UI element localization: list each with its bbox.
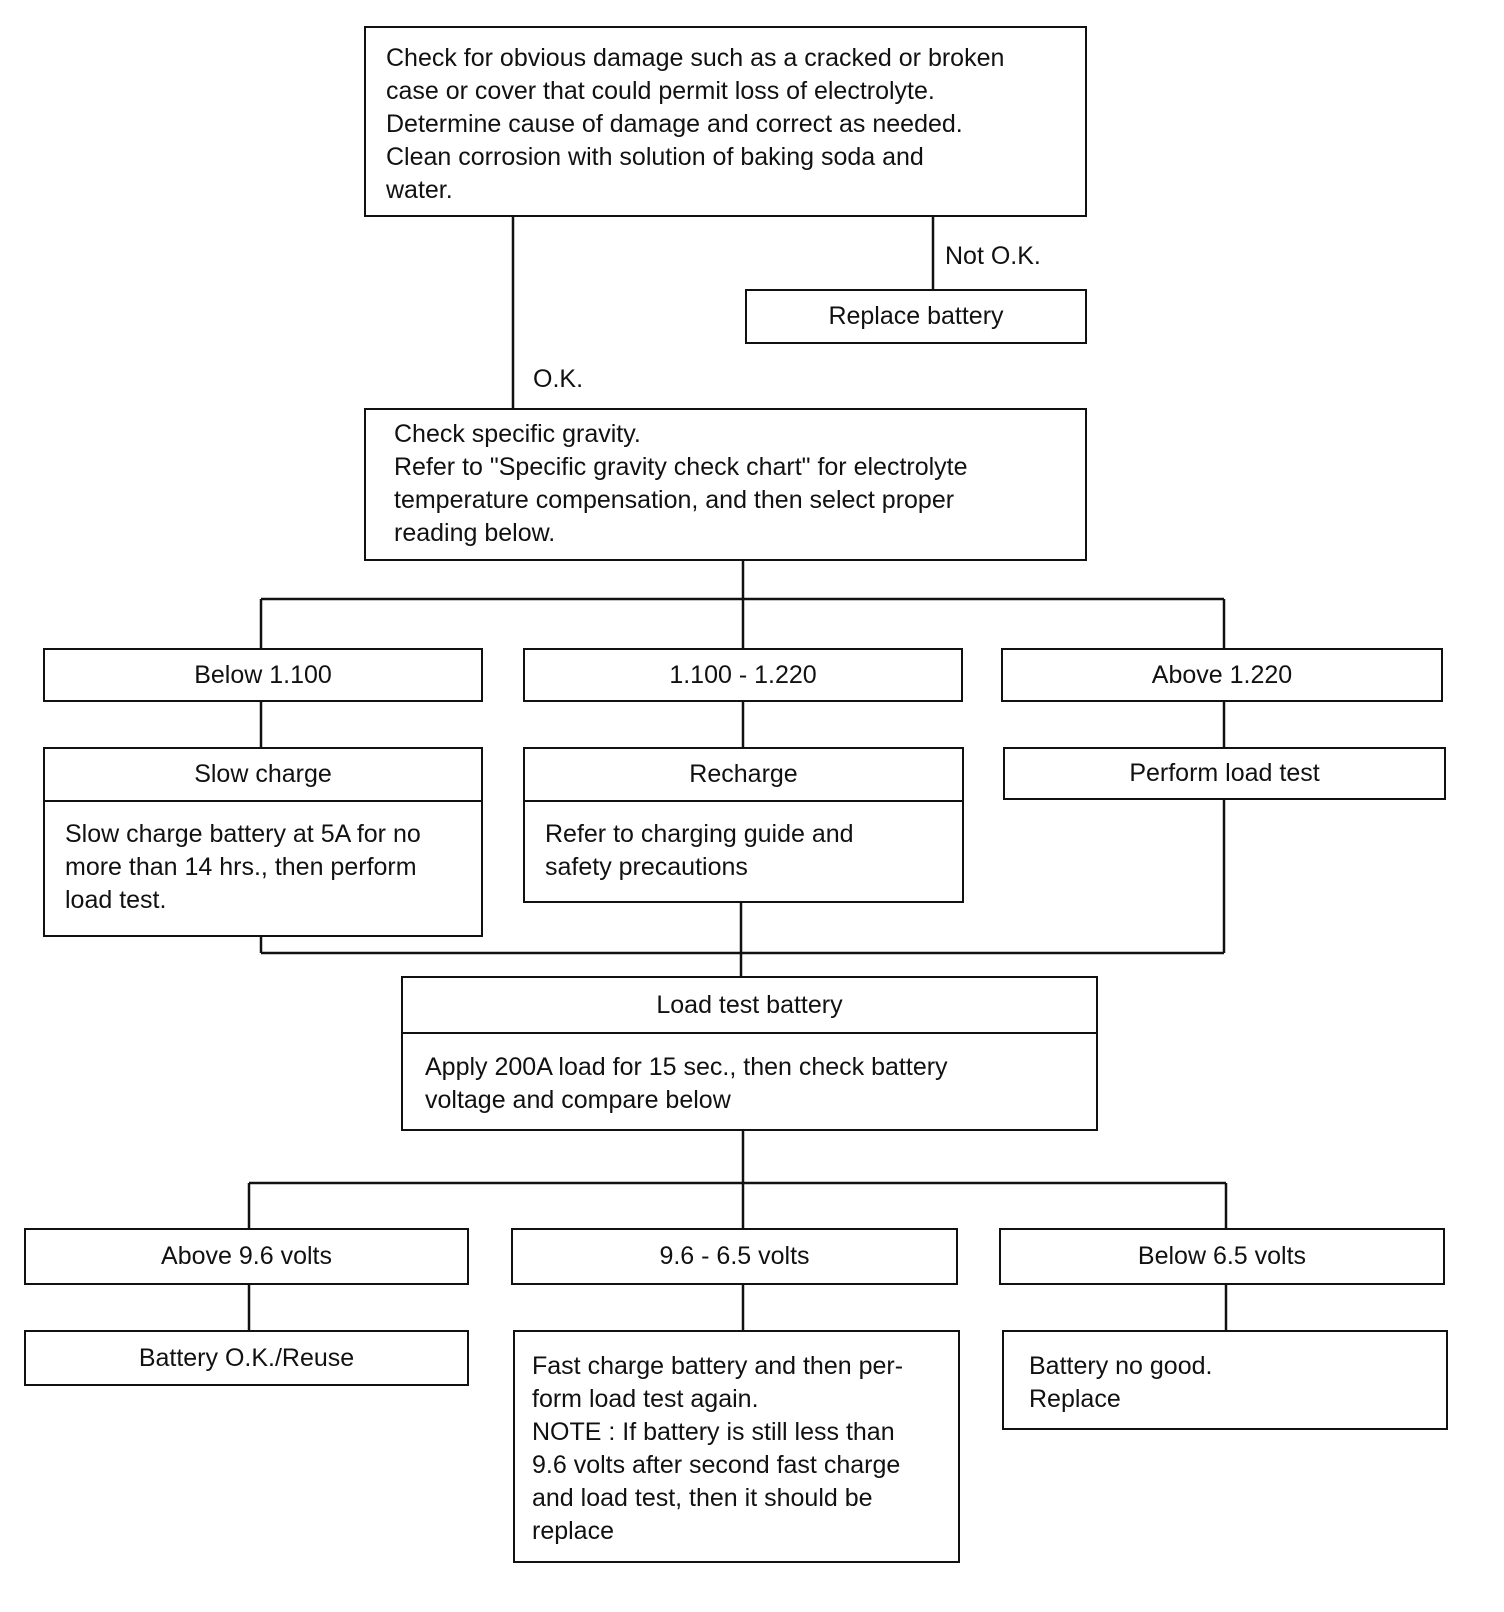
replace-battery-label: Replace battery (828, 302, 1004, 330)
gravity-range-below-1100: Below 1.100 (43, 648, 483, 702)
slow-charge-box: Slow charge Slow charge battery at 5A fo… (43, 747, 483, 937)
recharge-line: safety precautions (545, 853, 748, 881)
battery-no-good-line: Battery no good. (1029, 1352, 1213, 1380)
load-test-title: Load test battery (403, 978, 1096, 1034)
initial-check-line: water. (386, 176, 453, 204)
battery-no-good-text: Battery no good. Replace (1029, 1350, 1429, 1416)
voltage-range-label: Below 6.5 volts (1137, 1242, 1307, 1270)
replace-battery-box: Replace battery (745, 289, 1087, 344)
perform-load-test-box: Perform load test (1003, 747, 1446, 800)
battery-ok-label: Battery O.K./Reuse (138, 1344, 355, 1372)
gravity-range-1100-1220: 1.100 - 1.220 (523, 648, 963, 702)
recharge-text: Refer to charging guide and safety preca… (545, 818, 955, 884)
fast-charge-line: 9.6 volts after second fast charge (532, 1451, 901, 1479)
fast-charge-line: Fast charge battery and then per- (532, 1352, 904, 1380)
fast-charge-line: NOTE : If battery is still less than (532, 1418, 895, 1446)
voltage-range-above-9-6: Above 9.6 volts (24, 1228, 469, 1285)
load-test-line: Apply 200A load for 15 sec., then check … (425, 1053, 948, 1081)
fast-charge-line: and load test, then it should be (532, 1484, 873, 1512)
gravity-check-line: Check specific gravity. (394, 420, 641, 448)
gravity-range-above-1220: Above 1.220 (1001, 648, 1443, 702)
voltage-range-9-6-to-6-5: 9.6 - 6.5 volts (511, 1228, 958, 1285)
gravity-check-line: temperature compensation, and then selec… (394, 486, 955, 514)
voltage-range-label: Above 9.6 volts (161, 1242, 332, 1270)
initial-check-line: Check for obvious damage such as a crack… (386, 44, 1005, 72)
initial-check-box: Check for obvious damage such as a crack… (364, 26, 1087, 217)
recharge-line: Refer to charging guide and (545, 820, 854, 848)
voltage-range-below-6-5: Below 6.5 volts (999, 1228, 1445, 1285)
load-test-line: voltage and compare below (425, 1086, 731, 1114)
slow-charge-title: Slow charge (45, 749, 481, 802)
edge-label-not-ok: Not O.K. (945, 242, 1041, 270)
load-test-box: Load test battery Apply 200A load for 15… (401, 976, 1098, 1131)
gravity-check-text: Check specific gravity. Refer to "Specif… (394, 418, 1079, 550)
initial-check-line: Determine cause of damage and correct as… (386, 110, 963, 138)
fast-charge-box: Fast charge battery and then per- form l… (513, 1330, 960, 1563)
slow-charge-text: Slow charge battery at 5A for no more th… (65, 818, 475, 917)
battery-no-good-line: Replace (1029, 1385, 1121, 1413)
fast-charge-text: Fast charge battery and then per- form l… (532, 1350, 957, 1548)
fast-charge-line: form load test again. (532, 1385, 759, 1413)
recharge-title: Recharge (525, 749, 962, 802)
load-test-text: Apply 200A load for 15 sec., then check … (425, 1051, 1090, 1117)
fast-charge-line: replace (532, 1517, 614, 1545)
gravity-check-line: Refer to "Specific gravity check chart" … (394, 453, 968, 481)
initial-check-text: Check for obvious damage such as a crack… (386, 42, 1076, 207)
slow-charge-line: load test. (65, 886, 167, 914)
initial-check-line: Clean corrosion with solution of baking … (386, 143, 924, 171)
voltage-range-label: 9.6 - 6.5 volts (659, 1242, 810, 1270)
gravity-check-line: reading below. (394, 519, 556, 547)
battery-ok-box: Battery O.K./Reuse (24, 1330, 469, 1386)
battery-no-good-box: Battery no good. Replace (1002, 1330, 1448, 1430)
gravity-range-label: Below 1.100 (194, 661, 332, 689)
edge-label-ok: O.K. (533, 365, 584, 393)
gravity-range-label: Above 1.220 (1151, 661, 1293, 689)
slow-charge-line: Slow charge battery at 5A for no (65, 820, 421, 848)
initial-check-line: case or cover that could permit loss of … (386, 77, 935, 105)
slow-charge-line: more than 14 hrs., then perform (65, 853, 417, 881)
gravity-check-box: Check specific gravity. Refer to "Specif… (364, 408, 1087, 561)
recharge-box: Recharge Refer to charging guide and saf… (523, 747, 964, 903)
perform-load-test-label: Perform load test (1129, 759, 1320, 787)
gravity-range-label: 1.100 - 1.220 (669, 661, 817, 689)
